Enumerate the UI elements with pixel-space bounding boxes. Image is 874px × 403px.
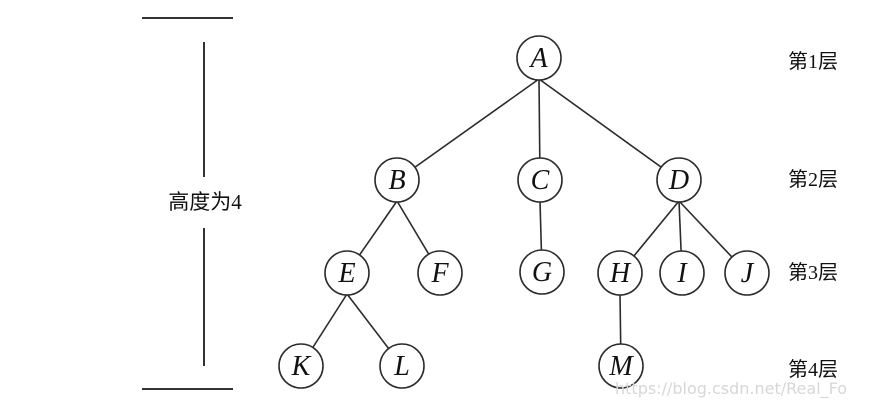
node-G-label: G	[532, 257, 552, 288]
node-L-label: L	[393, 351, 410, 382]
node-A-label: A	[528, 43, 548, 74]
node-G-circle	[519, 249, 565, 295]
node-D-label: D	[668, 165, 689, 196]
node-J-label: J	[741, 258, 755, 289]
level-label-1: 第1层	[788, 51, 838, 73]
node-H-circle	[597, 250, 643, 296]
edge-A-B	[396, 78, 540, 181]
node-F-circle	[417, 250, 463, 296]
level-label-2: 第2层	[788, 169, 838, 191]
node-M-label: M	[608, 351, 634, 382]
node-L-circle	[379, 343, 425, 389]
level-label-4: 第4层	[788, 359, 838, 381]
node-K-circle	[278, 343, 324, 389]
edge-A-D	[538, 78, 680, 181]
node-C-label: C	[531, 165, 550, 196]
height-label: 高度为4	[168, 190, 242, 214]
level-label-3: 第3层	[788, 262, 838, 284]
node-D-circle	[656, 157, 702, 203]
node-E-circle	[324, 250, 370, 296]
height-bracket-lower-line	[203, 228, 205, 366]
node-J-circle	[724, 250, 770, 296]
node-I-circle	[659, 250, 705, 296]
node-E-label: E	[337, 258, 355, 289]
height-bracket-upper-line	[203, 42, 205, 177]
node-A-circle	[516, 35, 562, 81]
watermark: https://blog.csdn.net/Real_Fo	[615, 379, 848, 398]
node-C-circle	[517, 157, 563, 203]
node-B-circle	[374, 157, 420, 203]
node-F-label: F	[430, 258, 449, 289]
height-bracket-top-tick	[142, 17, 233, 19]
node-B-label: B	[388, 165, 405, 196]
height-bracket-bottom-tick	[142, 388, 233, 390]
node-H-label: H	[609, 258, 632, 289]
node-M-circle	[598, 343, 644, 389]
node-I-label: I	[676, 258, 688, 289]
node-K-label: K	[291, 351, 312, 382]
